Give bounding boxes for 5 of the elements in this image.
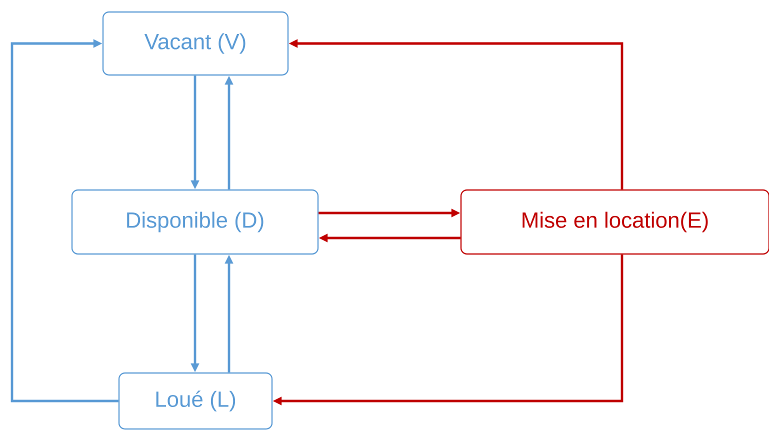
state-box: Loué (L) xyxy=(118,372,273,430)
arrow xyxy=(10,39,118,402)
state-box: Disponible (D) xyxy=(71,189,319,255)
state-box: Mise en location(E) xyxy=(460,189,769,255)
state-box: Vacant (V) xyxy=(102,11,289,76)
